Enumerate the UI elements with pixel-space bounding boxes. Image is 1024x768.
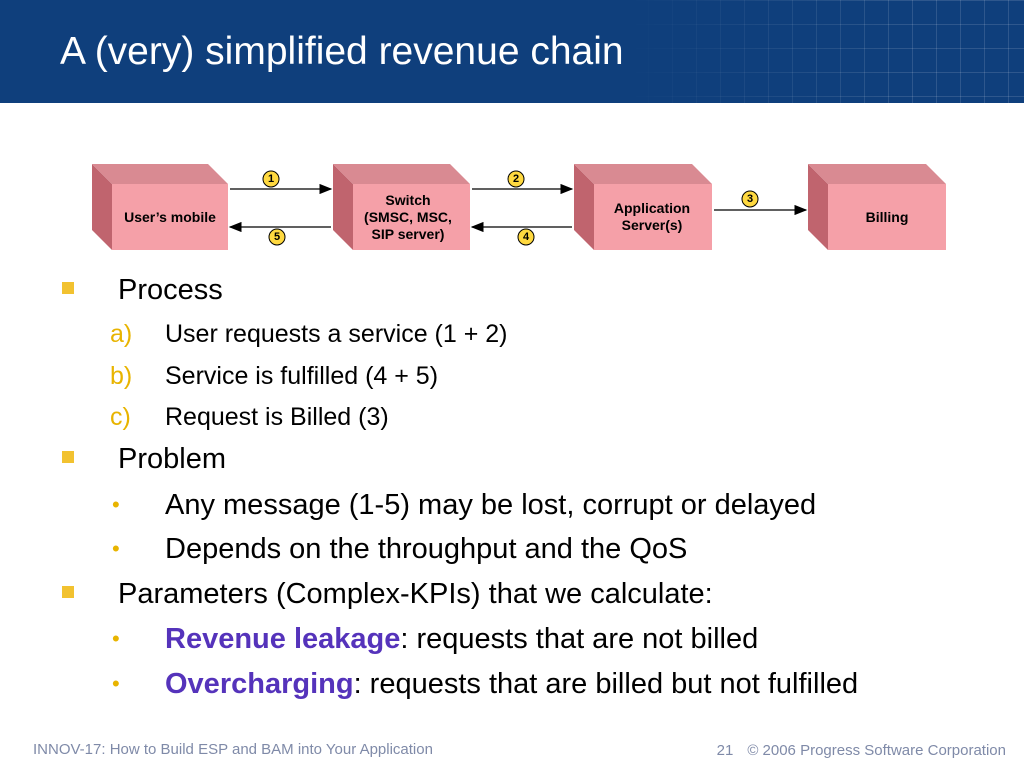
flow-number-2: 2: [512, 173, 520, 185]
revenue-chain-diagram: User’s mobile Switch (SMSC, MSC, SIP ser…: [80, 150, 960, 260]
dot-bullet-icon: •: [112, 536, 120, 561]
flow-circle-5: [268, 228, 286, 246]
grid-pattern: [624, 0, 1024, 103]
square-bullet-icon: [62, 586, 74, 598]
label-application-server: Application Server(s): [613, 200, 691, 233]
box-application-server: [574, 164, 712, 250]
flow-circle-2: [507, 170, 525, 188]
box-billing: [808, 164, 946, 250]
flow-number-3: 3: [746, 193, 754, 205]
label-billing: Billing: [865, 208, 909, 225]
title-bar: A (very) simplified revenue chain: [0, 0, 1024, 103]
heading-process: Process: [118, 274, 223, 306]
copyright: © 2006 Progress Software Corporation: [747, 742, 1006, 759]
term-revenue-leakage: Revenue leakage: [165, 623, 401, 655]
term-overcharging: Overcharging: [165, 668, 354, 700]
footer-right: 21 © 2006 Progress Software Corporation: [717, 742, 1006, 759]
box-users-mobile: [92, 164, 228, 250]
square-bullet-icon: [62, 282, 74, 294]
process-item-a: User requests a service (1 + 2): [165, 320, 508, 348]
flow-number-5: 5: [273, 231, 281, 243]
definition-overcharging: : requests that are billed but not fulfi…: [353, 668, 859, 700]
parameter-item-revenue-leakage: Revenue leakage: requests that are not b…: [165, 623, 758, 656]
flow-circle-3: [741, 190, 759, 208]
page-number: 21: [716, 742, 734, 759]
flow-circle-1: [262, 170, 280, 188]
label-switch: Switch (SMSC, MSC, SIP server): [364, 191, 452, 242]
slide-title: A (very) simplified revenue chain: [60, 30, 624, 73]
parameter-item-overcharging: Overcharging: requests that are billed b…: [165, 668, 858, 701]
flow-circle-4: [517, 228, 535, 246]
marker-b: b): [110, 362, 133, 390]
heading-parameters: Parameters (Complex-KPIs) that we calcul…: [118, 578, 713, 610]
marker-c: c): [110, 403, 131, 431]
label-users-mobile: User’s mobile: [124, 208, 216, 225]
process-item-c: Request is Billed (3): [165, 403, 389, 431]
flow-number-1: 1: [267, 173, 275, 185]
dot-bullet-icon: •: [112, 671, 120, 696]
footer-session-title: INNOV-17: How to Build ESP and BAM into …: [33, 741, 433, 758]
diagram-shapes: [92, 164, 946, 250]
process-item-b: Service is fulfilled (4 + 5): [165, 362, 439, 390]
definition-revenue-leakage: : requests that are not billed: [400, 623, 759, 655]
flow-number-4: 4: [522, 231, 530, 243]
marker-a: a): [110, 320, 133, 348]
dot-bullet-icon: •: [112, 492, 120, 517]
heading-problem: Problem: [118, 443, 226, 475]
problem-item-1: Any message (1-5) may be lost, corrupt o…: [165, 489, 817, 521]
square-bullet-icon: [62, 451, 74, 463]
dot-bullet-icon: •: [112, 626, 120, 651]
box-switch: [333, 164, 470, 250]
problem-item-2: Depends on the throughput and the QoS: [165, 533, 688, 565]
